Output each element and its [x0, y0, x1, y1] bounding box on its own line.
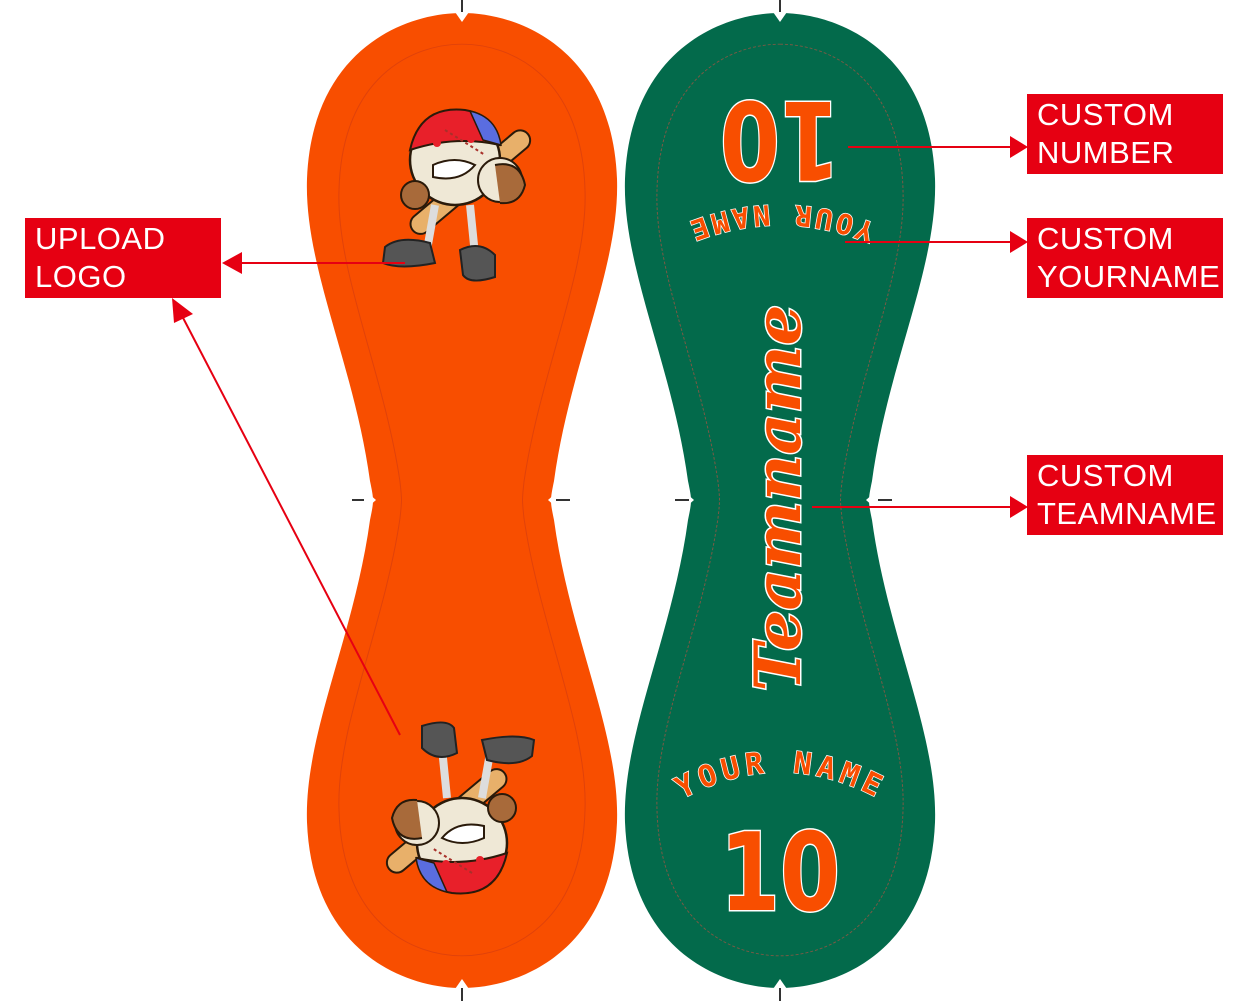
upload-logo-callout: UPLOAD LOGO [25, 218, 221, 298]
custom-teamname-callout: CUSTOM TEAMNAME [1027, 455, 1223, 535]
registration-marks [352, 0, 892, 1001]
callout-line-1: CUSTOM [1037, 221, 1174, 256]
callout-line-2: TEAMNAME [1037, 496, 1217, 531]
baseball-mascot-icon [381, 108, 532, 282]
left-panel [306, 12, 618, 989]
custom-yourname-callout: CUSTOM YOURNAME [1027, 218, 1223, 298]
svg-text:Teamname: Teamname [741, 305, 816, 692]
callout-line-1: CUSTOM [1037, 458, 1174, 493]
right-panel [624, 12, 936, 989]
svg-text:10: 10 [720, 75, 840, 201]
callout-line-1: UPLOAD [35, 221, 166, 256]
custom-number-bottom[interactable]: 10 [719, 809, 842, 938]
callout-line-2: NUMBER [1037, 135, 1175, 170]
custom-number-callout: CUSTOM NUMBER [1027, 94, 1223, 174]
custom-teamname[interactable]: Teamname [740, 303, 818, 693]
mascot-logo-bottom[interactable] [383, 721, 536, 895]
callout-arrows [172, 136, 1028, 736]
svg-text:10: 10 [720, 811, 840, 937]
callout-line-2: YOURNAME [1037, 259, 1221, 294]
custom-number-top[interactable]: 10 [719, 74, 842, 203]
mascot-logo-top[interactable] [381, 108, 534, 282]
callout-line-2: LOGO [35, 259, 127, 294]
callout-line-1: CUSTOM [1037, 97, 1174, 132]
